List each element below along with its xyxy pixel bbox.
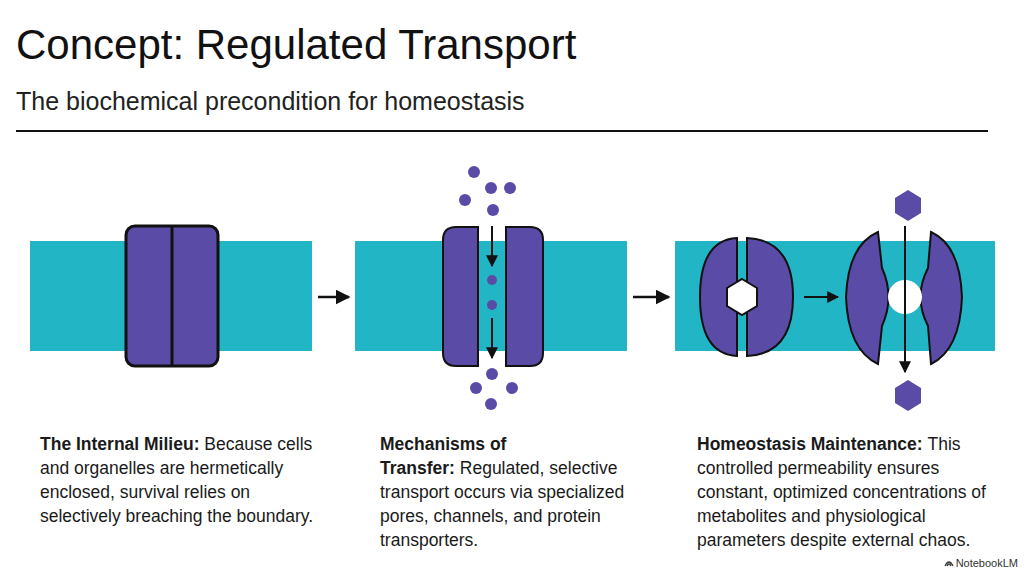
- substrate-hexagon: [895, 380, 921, 411]
- concept-panel: Mechanisms of Transfer:Regulated, select…: [355, 160, 627, 540]
- state-arrow: [804, 296, 838, 298]
- panel-description: The Internal Milieu:Because cells and or…: [40, 432, 316, 528]
- flow-connector: [633, 296, 669, 299]
- flow-arrow: [491, 318, 493, 358]
- rule-line: [16, 130, 988, 132]
- closed-protein: [126, 226, 218, 366]
- flow-arrow: [491, 226, 493, 266]
- panel-heading: The Internal Milieu:: [40, 434, 199, 454]
- watermark: NotebookLM: [956, 557, 1018, 569]
- subtitle: The biochemical precondition for homeost…: [16, 86, 525, 116]
- panel-heading: Homeostasis Maintenance:: [697, 434, 923, 454]
- transporter-lobe: [921, 232, 963, 364]
- panel-description: Mechanisms of Transfer:Regulated, select…: [380, 432, 642, 552]
- diagram-title: Concept: Regulated Transport: [16, 20, 576, 70]
- protein-seam: [171, 226, 174, 366]
- channel-half: [443, 227, 478, 366]
- concept-panel: The Internal Milieu:Because cells and or…: [30, 160, 312, 540]
- watermark-icon: [945, 562, 953, 566]
- concept-panel: Homeostasis Maintenance:This controlled …: [675, 160, 995, 540]
- solute-dots: [459, 166, 518, 410]
- channel-half: [506, 227, 543, 366]
- transporter-lobe: [846, 232, 889, 364]
- panel-description: Homeostasis Maintenance:This controlled …: [697, 432, 987, 552]
- substrate-hexagon: [727, 279, 757, 315]
- substrate-hexagon: [895, 190, 921, 221]
- flow-connector: [318, 296, 349, 299]
- flow-arrow: [904, 226, 906, 372]
